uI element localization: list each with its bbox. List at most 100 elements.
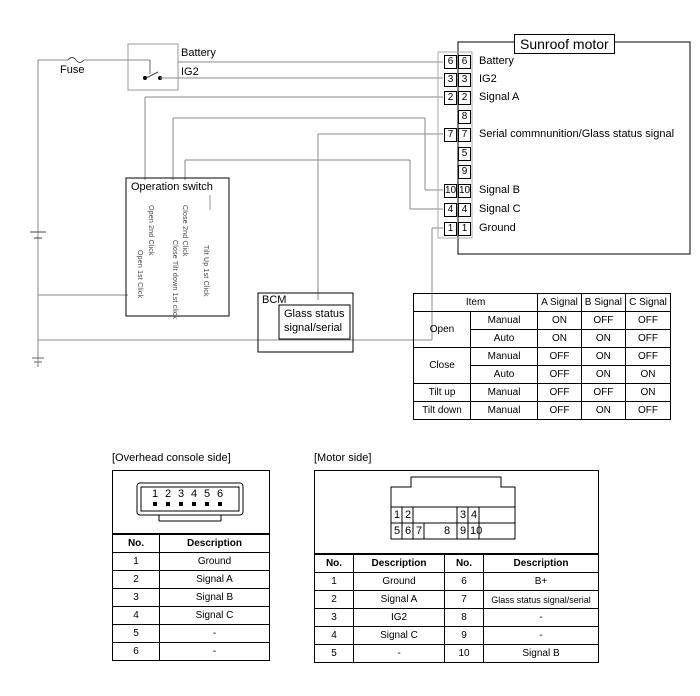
a-cell: ON (537, 329, 582, 348)
mode-cell: Auto (469, 365, 539, 384)
pin-label-signal-b: Signal B (479, 184, 520, 196)
pin-label-ground: Ground (479, 222, 516, 234)
no-cell: 4 (314, 626, 354, 645)
a-cell: OFF (537, 383, 582, 402)
connector-pin-left: 1 (444, 222, 457, 236)
connector-pin-right: 1 (458, 222, 471, 236)
overhead-pin-number: 2 (165, 488, 172, 500)
no-cell: 9 (444, 626, 484, 645)
switch-label-open-2nd: Open 2nd Click (147, 205, 154, 256)
connector-pin-right: 4 (458, 203, 471, 217)
no-cell: 1 (314, 572, 354, 591)
a-cell: OFF (537, 347, 582, 366)
table-header-row: No. Description (112, 534, 270, 553)
description-cell: Signal A (353, 590, 445, 609)
description-cell: IG2 (353, 608, 445, 627)
c-cell: ON (625, 365, 671, 384)
switch-label-close-tilt: Close Tilt down 1st click (171, 240, 178, 320)
b-cell: OFF (580, 383, 627, 402)
header-a-signal: A Signal (537, 293, 582, 312)
description-cell: Signal C (159, 606, 270, 625)
connector-pin-left: 4 (444, 203, 457, 217)
motor-pin-number: 10 (470, 525, 483, 537)
table-row: Tilt down Manual OFF ON OFF (413, 401, 671, 420)
connector-pin-right: 5 (458, 147, 471, 161)
description-cell: Glass status signal/serial (483, 590, 599, 609)
no-cell: 6 (444, 572, 484, 591)
motor-pin-number: 2 (405, 509, 412, 521)
table-row: Tilt up Manual OFF OFF ON (413, 383, 671, 402)
motor-pin-number: 8 (444, 525, 451, 537)
connector-pin-right: 2 (458, 91, 471, 105)
mode-cell: Auto (469, 329, 539, 348)
item-cell: Close (413, 347, 471, 384)
no-cell: 6 (112, 642, 160, 661)
overhead-pin-number: 5 (204, 488, 211, 500)
connector-pin-right: 7 (458, 128, 471, 142)
operation-switch-title: Operation switch (131, 181, 213, 193)
table-row: Open Manual ON OFF OFF (413, 311, 671, 348)
b-cell: ON (580, 329, 627, 348)
overhead-connector-drawing (136, 482, 244, 522)
no-cell: 7 (444, 590, 484, 609)
bcm-line-2: signal/serial (284, 322, 343, 334)
connector-pin-right: 8 (458, 110, 471, 124)
description-cell: - (159, 642, 270, 661)
no-cell: 5 (112, 624, 160, 643)
header-no: No. (314, 554, 354, 573)
bcm-line-1: Glass status (284, 308, 345, 320)
connector-pin-right: 6 (458, 55, 471, 69)
connector-pin-right: 3 (458, 73, 471, 87)
motor-pin-number: 4 (471, 509, 478, 521)
no-cell: 1 (112, 552, 160, 571)
no-cell: 8 (444, 608, 484, 627)
description-cell: Signal C (353, 626, 445, 645)
description-cell: Signal B (159, 588, 270, 607)
motor-pin-number: 7 (416, 525, 423, 537)
c-cell: ON (625, 383, 671, 402)
bcm-title: BCM (262, 294, 287, 306)
description-cell: Signal A (159, 570, 270, 589)
description-cell: - (483, 608, 599, 627)
c-cell: OFF (625, 401, 671, 420)
connector-pin-left: 3 (444, 73, 457, 87)
switch-label-close-2nd: Close 2nd Click (181, 205, 188, 257)
overhead-pin-number: 4 (191, 488, 198, 500)
connector-pin-right: 9 (458, 165, 471, 179)
connector-pin-right: 10 (458, 184, 471, 198)
header-description: Description (159, 534, 270, 553)
pin-label-battery: Battery (479, 55, 514, 67)
no-cell: 2 (314, 590, 354, 609)
switch-label-open-1st: Open 1st Click (136, 250, 143, 299)
motor-connector-drawing (390, 476, 516, 540)
header-no: No. (112, 534, 160, 553)
pin-label-ig2: IG2 (479, 73, 497, 85)
switch-label-tilt-up: Tilt Up 1st Click (202, 245, 209, 297)
pin-label-serial: Serial commnunition/Glass status signal (479, 128, 675, 140)
fuse-label: Fuse (60, 64, 85, 76)
motor-pin-number: 1 (394, 509, 401, 521)
c-cell: OFF (625, 347, 671, 366)
item-cell: Open (413, 311, 471, 348)
pin-label-signal-c: Signal C (479, 203, 521, 215)
header-no-2: No. (444, 554, 484, 573)
description-cell: - (353, 644, 445, 663)
description-cell: - (483, 626, 599, 645)
motor-pin-number: 9 (460, 525, 467, 537)
relay-ig2-label: IG2 (181, 66, 199, 78)
overhead-section-title: [Overhead console side] (112, 452, 231, 464)
mode-cell: Manual (469, 311, 539, 330)
overhead-pin-number: 6 (217, 488, 224, 500)
description-cell: Signal B (483, 644, 599, 663)
motor-pin-number: 3 (460, 509, 467, 521)
mode-cell: Manual (469, 347, 539, 366)
